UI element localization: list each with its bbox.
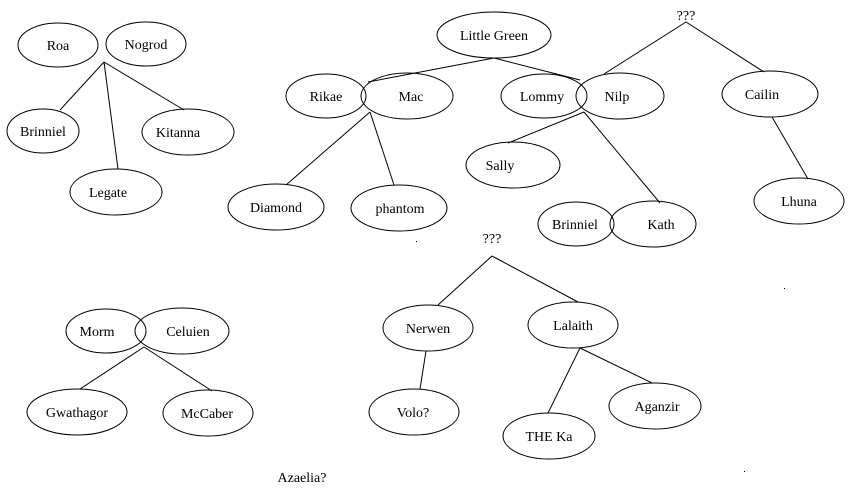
edge bbox=[103, 61, 119, 170]
node-label: Sally bbox=[486, 159, 515, 174]
edge bbox=[285, 111, 371, 186]
node-azaelia: Azaelia? bbox=[278, 471, 327, 486]
node-label: Nogrod bbox=[125, 38, 168, 53]
node-label: Nerwen bbox=[406, 322, 450, 337]
node-phantom: phantom bbox=[350, 184, 448, 232]
node-label: Aganzir bbox=[634, 400, 679, 415]
edge bbox=[419, 350, 427, 390]
node-label: Mac bbox=[399, 90, 424, 105]
node-label: THE Ka bbox=[525, 430, 573, 445]
node-label: Legate bbox=[89, 186, 127, 201]
dot bbox=[784, 288, 785, 289]
edge bbox=[143, 346, 213, 392]
node-label: Kath bbox=[647, 218, 674, 233]
edge bbox=[547, 347, 581, 414]
node-the-ka: THE Ka bbox=[502, 412, 596, 460]
node-aganzir: Aganzir bbox=[608, 382, 702, 430]
node-label: Brinniel bbox=[552, 218, 598, 233]
node-label: Volo? bbox=[397, 406, 429, 421]
edge bbox=[367, 57, 495, 83]
nodes: Roa Nogrod Brinniel Kitanna Legate Littl… bbox=[6, 9, 845, 486]
node-label: Kitanna bbox=[156, 126, 201, 141]
node-unknown-2: ??? bbox=[483, 232, 502, 247]
node-legate: Legate bbox=[69, 168, 163, 216]
node-gwathagor: Gwathagor bbox=[26, 388, 128, 436]
edge bbox=[507, 111, 585, 144]
edge bbox=[79, 346, 145, 390]
node-label: Celuien bbox=[166, 325, 210, 340]
node-nilp: Nilp bbox=[575, 72, 665, 120]
node-morm: Morm bbox=[65, 308, 147, 354]
node-lommy: Lommy bbox=[500, 73, 588, 119]
node-nerwen: Nerwen bbox=[382, 304, 474, 352]
node-rikae: Rikae bbox=[285, 73, 367, 119]
node-mac: Mac bbox=[360, 72, 454, 120]
node-lalaith: Lalaith bbox=[527, 301, 619, 349]
stray-dots bbox=[416, 241, 785, 472]
node-label: Little Green bbox=[460, 29, 528, 44]
node-brinniel: Brinniel bbox=[6, 108, 80, 154]
edge bbox=[59, 61, 105, 111]
node-label: Gwathagor bbox=[46, 406, 109, 421]
node-label: Rikae bbox=[310, 90, 343, 105]
edge bbox=[583, 111, 661, 204]
node-label: Lommy bbox=[520, 90, 564, 105]
node-volo: Volo? bbox=[368, 388, 460, 436]
node-nogrod: Nogrod bbox=[105, 21, 187, 67]
node-celuien: Celuien bbox=[134, 307, 230, 355]
edges bbox=[59, 21, 809, 414]
edge bbox=[493, 57, 581, 81]
node-label: phantom bbox=[376, 202, 425, 217]
node-label: McCaber bbox=[181, 407, 233, 422]
edge bbox=[771, 116, 809, 180]
node-label: Cailin bbox=[745, 88, 779, 103]
dot bbox=[416, 241, 417, 242]
node-kath: Kath bbox=[609, 200, 697, 248]
node-label: Nilp bbox=[605, 90, 630, 105]
node-label: Lalaith bbox=[553, 319, 593, 334]
dot bbox=[744, 471, 745, 472]
edge bbox=[103, 61, 185, 111]
node-label: Lhuna bbox=[781, 195, 818, 210]
node-sally: Sally bbox=[465, 141, 561, 189]
edge bbox=[491, 255, 579, 303]
node-diamond: Diamond bbox=[227, 183, 325, 231]
node-label: Diamond bbox=[250, 201, 302, 216]
node-brinniel-2: Brinniel bbox=[537, 201, 615, 247]
edge bbox=[603, 21, 687, 75]
node-unknown-1: ??? bbox=[677, 9, 696, 24]
node-little-green: Little Green bbox=[436, 11, 552, 59]
node-mccaber: McCaber bbox=[162, 389, 254, 437]
node-cailin: Cailin bbox=[721, 70, 819, 118]
node-label: Brinniel bbox=[20, 125, 66, 140]
edge bbox=[437, 255, 493, 306]
edge bbox=[685, 21, 765, 73]
edge bbox=[369, 111, 395, 186]
node-roa: Roa bbox=[17, 22, 99, 68]
node-kitanna: Kitanna bbox=[141, 108, 235, 156]
node-label: Morm bbox=[80, 325, 115, 340]
node-label: Roa bbox=[47, 39, 70, 54]
node-lhuna: Lhuna bbox=[753, 177, 845, 225]
edge bbox=[579, 347, 653, 384]
